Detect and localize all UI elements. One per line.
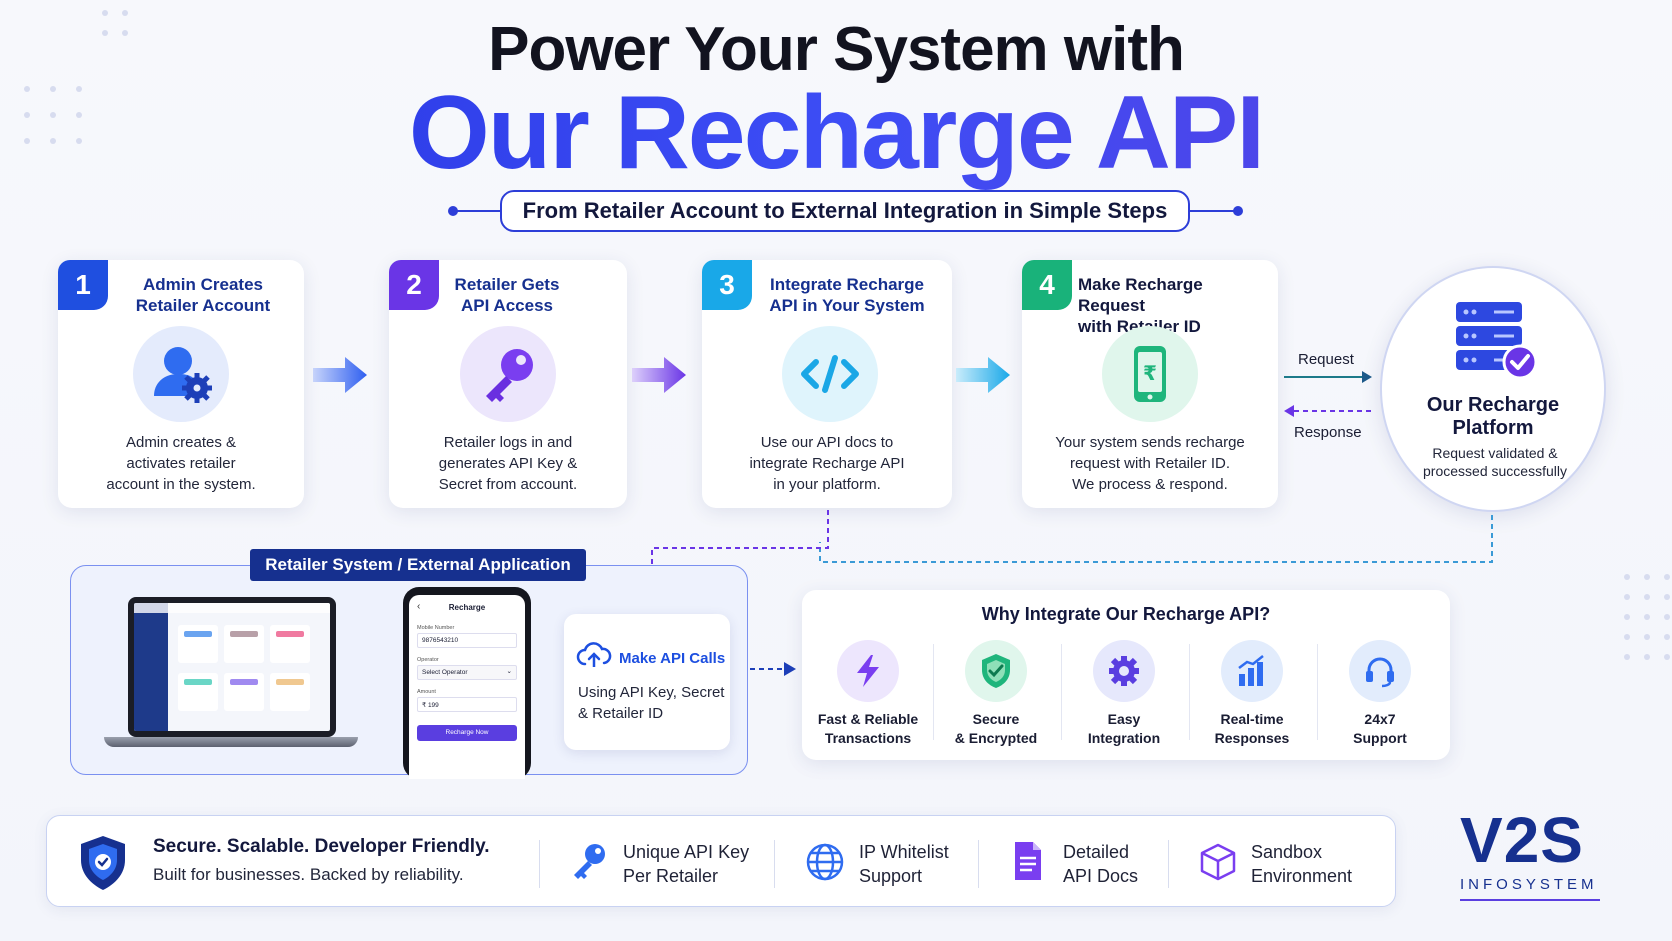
subtitle: From Retailer Account to External Integr… <box>500 190 1190 232</box>
back-icon[interactable]: ‹ <box>417 601 421 612</box>
subtitle-dot-right <box>1233 206 1243 216</box>
step-number: 1 <box>58 260 108 310</box>
phone-rupee-icon: ₹ <box>1102 326 1198 422</box>
subtitle-dot-left <box>448 206 458 216</box>
api-call-description: Using API Key, Secret& Retailer ID <box>578 684 725 722</box>
amount-field[interactable]: ₹ 199 <box>417 697 517 712</box>
footer-tagline: Built for businesses. Backed by reliabil… <box>153 865 464 884</box>
headset-icon <box>1349 640 1411 702</box>
why-integrate-panel: Why Integrate Our Recharge API? Fast & R… <box>802 590 1450 760</box>
key-icon <box>574 844 605 879</box>
mobile-field[interactable]: 9876543210 <box>417 633 517 648</box>
step-number: 3 <box>702 260 752 310</box>
globe-icon <box>806 843 844 881</box>
why-item-secure: Secure& Encrypted <box>934 640 1058 748</box>
code-icon <box>782 326 878 422</box>
step-arrow-3 <box>956 357 1010 393</box>
shield-icon <box>965 640 1027 702</box>
step-arrow-2 <box>632 357 686 393</box>
lightning-icon <box>837 640 899 702</box>
platform-description: Request validated &processed successfull… <box>1423 445 1567 479</box>
cube-icon <box>1200 843 1236 881</box>
response-label: Response <box>1294 424 1362 441</box>
cloud-upload-icon <box>576 642 612 667</box>
footer-headline: Secure. Scalable. Developer Friendly. <box>153 836 490 857</box>
page-title-line1: Power Your System with <box>488 15 1185 84</box>
decor-dots-right <box>1624 574 1670 660</box>
request-arrow <box>1284 371 1372 383</box>
brand-logo: V2S INFOSYSTEM <box>1460 808 1620 901</box>
operator-select[interactable]: Select Operator⌄ <box>417 665 517 680</box>
brand-sub: INFOSYSTEM <box>1460 876 1598 893</box>
document-icon <box>1015 842 1041 880</box>
svg-text:₹: ₹ <box>1143 361 1157 385</box>
recharge-now-button[interactable]: Recharge Now <box>417 725 517 741</box>
gear-icon <box>1093 640 1155 702</box>
amount-label: Amount <box>417 689 436 695</box>
chevron-down-icon: ⌄ <box>506 668 512 675</box>
step-arrow-1 <box>313 357 367 393</box>
decor-dots-left <box>24 86 82 144</box>
mobile-label: Mobile Number <box>417 625 455 631</box>
brand-name: V2S <box>1460 804 1584 876</box>
server-check-icon <box>1456 302 1538 380</box>
phone-header: Recharge <box>448 603 486 612</box>
footer-bar: Secure. Scalable. Developer Friendly. Bu… <box>46 815 1396 907</box>
subtitle-line-right <box>1188 210 1238 212</box>
shield-check-icon <box>81 836 125 890</box>
response-arrow <box>1284 405 1372 417</box>
laptop-mockup <box>104 597 358 747</box>
page-title-line2: Our Recharge API <box>0 74 1672 193</box>
api-call-title: Make API Calls <box>619 650 726 667</box>
user-gear-icon <box>133 326 229 422</box>
phone-mockup: ‹ Recharge Mobile Number 9876543210 Oper… <box>403 587 531 779</box>
make-api-calls-card: Make API Calls Using API Key, Secret& Re… <box>564 614 730 750</box>
key-icon <box>460 326 556 422</box>
why-title: Why Integrate Our Recharge API? <box>981 604 1271 624</box>
request-label: Request <box>1298 351 1354 368</box>
subtitle-line-left <box>452 210 502 212</box>
decor-dots-top <box>102 10 128 36</box>
operator-label: Operator <box>417 657 439 663</box>
step-number: 2 <box>389 260 439 310</box>
retailer-system-label: Retailer System / External Application <box>250 549 586 581</box>
step-number: 4 <box>1022 260 1072 310</box>
bar-chart-icon <box>1221 640 1283 702</box>
